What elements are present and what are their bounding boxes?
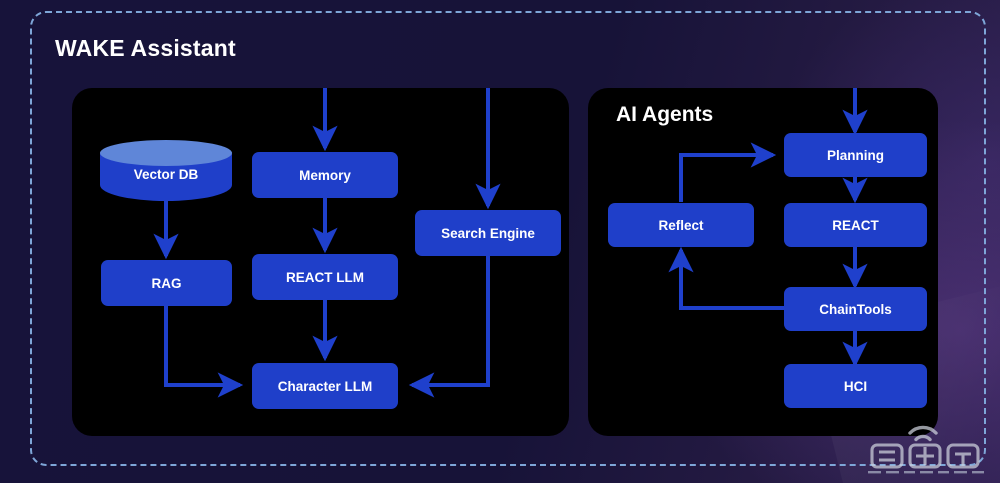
node-chaintools[interactable]: ChainTools: [784, 287, 927, 331]
node-reflect[interactable]: Reflect: [608, 203, 754, 247]
page-title: WAKE Assistant: [55, 35, 236, 61]
cylinder-top: [100, 140, 232, 166]
dashed-frame-border: [30, 11, 986, 466]
node-react-llm[interactable]: REACT LLM: [252, 254, 398, 300]
node-hci[interactable]: HCI: [784, 364, 927, 408]
watermark-logo: [868, 425, 984, 474]
node-label-vector-db: Vector DB: [133, 166, 199, 182]
node-rag[interactable]: RAG: [101, 260, 232, 306]
node-memory[interactable]: Memory: [252, 152, 398, 198]
node-character-llm[interactable]: Character LLM: [252, 363, 398, 409]
node-search-engine[interactable]: Search Engine: [415, 210, 561, 256]
node-planning[interactable]: Planning: [784, 133, 927, 177]
ai-agents-title: AI Agents: [616, 103, 714, 126]
node-vector-db[interactable]: Vector DB: [100, 140, 232, 202]
node-react[interactable]: REACT: [784, 203, 927, 247]
